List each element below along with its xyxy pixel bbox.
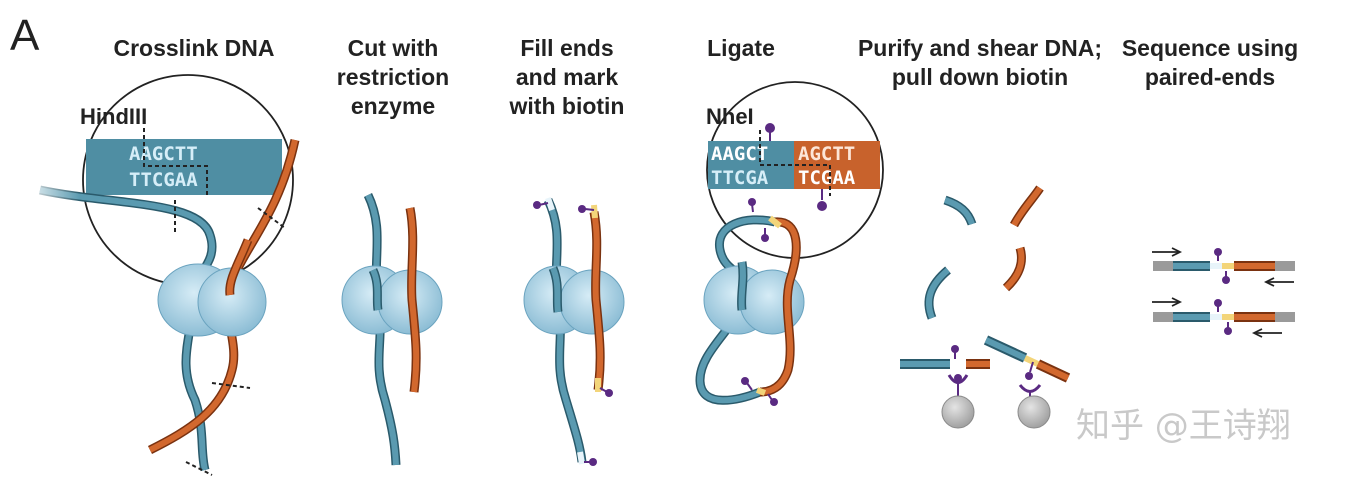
step-title-fill: Fill ends and mark with biotin bbox=[509, 35, 625, 119]
nhei-bottom-right: TCGAA bbox=[798, 167, 856, 189]
step-title-crosslink: Crosslink DNA bbox=[113, 35, 274, 61]
step-1-line-1: Crosslink DNA bbox=[113, 35, 274, 61]
biotin-marker bbox=[1214, 299, 1222, 307]
cut-mark bbox=[185, 461, 213, 476]
biotin-marker bbox=[605, 389, 613, 397]
nhei-bottom-left: TTCGA bbox=[711, 167, 769, 189]
step-title-ligate: Ligate bbox=[707, 35, 775, 61]
biotin-marker bbox=[770, 398, 778, 406]
filled-end bbox=[545, 197, 555, 211]
nhei-top-left: AAGCT bbox=[711, 143, 768, 165]
filled-end bbox=[591, 204, 598, 219]
step-title-cut: Cut with restriction enzyme bbox=[337, 35, 449, 119]
biotin-marker bbox=[748, 198, 756, 206]
crosslink-illustration: AAGCTT TTCGAA HindIII bbox=[20, 74, 300, 476]
nhei-orange-bar bbox=[794, 141, 880, 189]
biotin-marker bbox=[1224, 327, 1232, 335]
biotin-marker bbox=[589, 458, 597, 466]
streptavidin-bead bbox=[941, 395, 975, 429]
step-5-line-1: Purify and shear DNA; bbox=[858, 35, 1102, 61]
biotin-marker bbox=[951, 345, 959, 353]
biotin-marker bbox=[1222, 276, 1230, 284]
step-3-line-3: with biotin bbox=[509, 93, 625, 119]
biotin-marker bbox=[1214, 248, 1222, 256]
step-3-line-1: Fill ends bbox=[520, 35, 613, 61]
step-title-purify: Purify and shear DNA; pull down biotin bbox=[858, 35, 1102, 90]
nhei-blue-bar bbox=[708, 141, 794, 189]
hindiii-label: HindIII bbox=[80, 104, 147, 129]
step-5-line-2: pull down biotin bbox=[892, 64, 1068, 90]
hindiii-bottom-strand: TTCGAA bbox=[129, 169, 198, 191]
step-6-line-2: paired-ends bbox=[1145, 64, 1275, 90]
step-title-sequence: Sequence using paired-ends bbox=[1122, 35, 1298, 90]
nhei-label: NheI bbox=[706, 104, 754, 129]
step-2-line-1: Cut with bbox=[348, 35, 439, 61]
biotin-marker bbox=[741, 377, 749, 385]
biotin-marker bbox=[578, 205, 586, 213]
biotin-marker bbox=[765, 123, 775, 133]
filled-end bbox=[577, 451, 585, 465]
sequencing-fragment-2 bbox=[1152, 297, 1295, 338]
paired-end-sequencing-illustration bbox=[1152, 247, 1295, 338]
ligate-illustration: AAGCT AGCTT TTCGA TCGAA NheI bbox=[695, 81, 884, 406]
nhei-top-right: AGCTT bbox=[798, 143, 855, 165]
streptavidin-bead bbox=[1017, 395, 1051, 429]
cut-illustration bbox=[341, 193, 443, 466]
biotin-marker bbox=[533, 201, 541, 209]
step-2-line-2: restriction bbox=[337, 64, 449, 90]
watermark: 知乎 @王诗翔 bbox=[1076, 406, 1291, 446]
biotin-marker bbox=[1025, 372, 1033, 380]
biotin-marker bbox=[817, 201, 827, 211]
biotin-marker bbox=[761, 234, 769, 242]
step-6-line-1: Sequence using bbox=[1122, 35, 1298, 61]
fill-ends-illustration bbox=[523, 197, 625, 466]
hindiii-top-strand: AAGCTT bbox=[129, 143, 198, 165]
step-4-line-1: Ligate bbox=[707, 35, 775, 61]
step-3-line-2: and mark bbox=[516, 64, 618, 90]
cut-mark bbox=[211, 382, 251, 389]
step-2-line-3: enzyme bbox=[351, 93, 435, 119]
panel-label: A bbox=[10, 11, 40, 60]
nhei-ligation-junction bbox=[759, 130, 831, 196]
sequencing-fragment-1 bbox=[1152, 247, 1295, 287]
cut-mark bbox=[257, 207, 286, 229]
purify-shear-illustration bbox=[900, 185, 1071, 429]
